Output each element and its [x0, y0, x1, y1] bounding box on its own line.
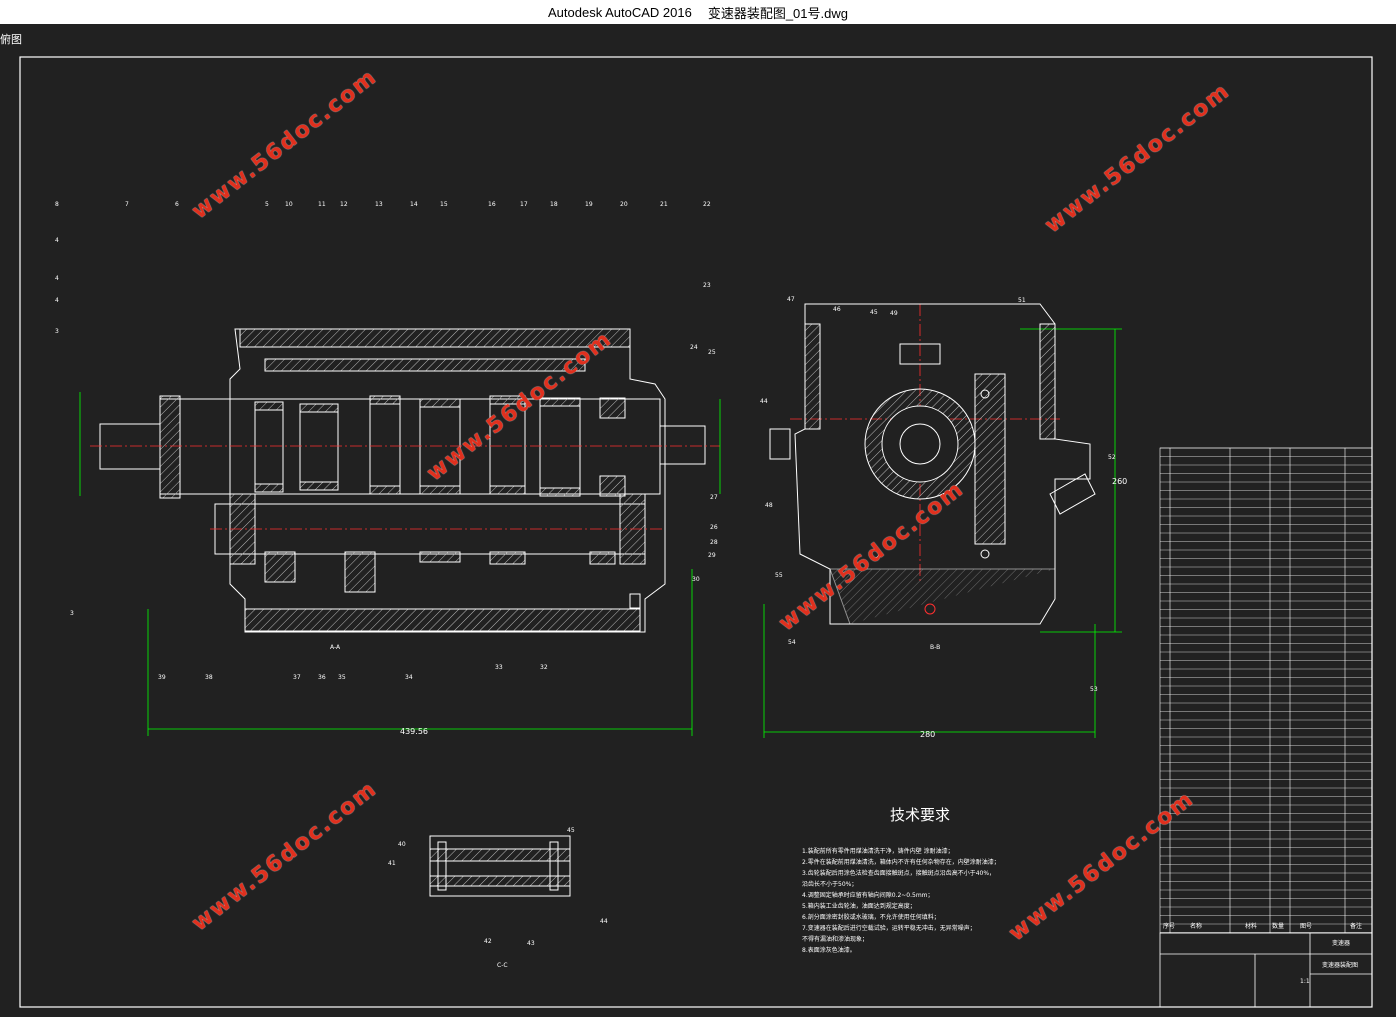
balloon-label: 21 — [660, 201, 668, 208]
cad-drawing: 439.56 280 260 — [19, 56, 1373, 1008]
balloon-label: 4 — [55, 297, 59, 304]
balloon-label: 7 — [125, 201, 129, 208]
title-block-name: 变速器 — [1332, 940, 1351, 947]
dim-main-length: 439.56 — [400, 727, 428, 736]
balloon-label: 54 — [788, 639, 796, 646]
balloon-label: 34 — [405, 674, 413, 681]
drawing-canvas[interactable]: 俯图 — [0, 24, 1396, 1017]
tech-requirement-line: 8.表面涂灰色油漆。 — [802, 947, 856, 954]
balloon-label: 32 — [540, 664, 548, 671]
balloon-label: 24 — [690, 344, 698, 351]
tech-requirement-line: 6.剖分面涂密封胶或水玻璃，不允许使用任何填料； — [802, 914, 940, 921]
balloon-label: 44 — [600, 918, 608, 925]
balloon-label: 52 — [1108, 454, 1116, 461]
balloon-label: 38 — [205, 674, 213, 681]
main-section-view — [99, 328, 706, 633]
section-label-b: B-B — [930, 644, 941, 651]
tech-requirement-line: 1.装配前所有零件用煤油清洗干净，铸件内壁 涂耐油漆； — [802, 848, 954, 855]
balloon-label: 13 — [375, 201, 383, 208]
balloon-label: 55 — [775, 572, 783, 579]
tech-requirement-line: 3.齿轮装配后用涂色法检查齿面接触斑点，接触斑点沿齿高不小于40%， — [802, 870, 996, 877]
balloon-label: 8 — [55, 201, 59, 208]
parts-list-header-cell: 序号 — [1163, 923, 1176, 930]
app-title: Autodesk AutoCAD 2016 — [548, 4, 692, 20]
balloon-label: 45 — [567, 827, 575, 834]
balloon-label: 23 — [703, 282, 711, 289]
balloon-label: 18 — [550, 201, 558, 208]
balloon-label: 28 — [710, 539, 718, 546]
window-title-bar: Autodesk AutoCAD 2016 变速器装配图_01号.dwg — [0, 0, 1396, 24]
parts-list-header-cell: 数量 — [1272, 923, 1285, 930]
balloon-label: 4 — [55, 275, 59, 282]
tech-requirement-line: 4.调整固定轴承时应留有轴向间隙0.2~0.5mm； — [802, 892, 934, 899]
balloon-label: 51 — [1018, 297, 1026, 304]
detail-view — [429, 835, 571, 897]
parts-list-table — [1159, 447, 1373, 934]
balloon-label: 22 — [703, 201, 711, 208]
file-name: 变速器装配图_01号.dwg — [707, 5, 848, 21]
dim-side-height: 260 — [1112, 477, 1127, 486]
balloon-label: 10 — [285, 201, 293, 208]
title-block-drawing: 变速器装配图 — [1322, 962, 1359, 969]
balloon-label: 27 — [710, 494, 718, 501]
balloon-label: 14 — [410, 201, 418, 208]
balloon-label: 3 — [55, 328, 59, 335]
balloon-label: 11 — [318, 201, 326, 208]
balloon-label: 19 — [585, 201, 593, 208]
parts-list-header-cell: 名称 — [1190, 923, 1203, 930]
section-label-a: A-A — [330, 644, 341, 651]
balloon-label: 3 — [70, 610, 74, 617]
dim-side-width: 280 — [920, 730, 935, 739]
balloon-label: 47 — [787, 296, 795, 303]
balloon-label: 16 — [488, 201, 496, 208]
balloon-label: 12 — [340, 201, 348, 208]
balloon-label: 41 — [388, 860, 396, 867]
balloon-label: 33 — [495, 664, 503, 671]
balloon-label: 43 — [527, 940, 535, 947]
balloon-label: 30 — [692, 576, 700, 583]
balloon-label: 36 — [318, 674, 326, 681]
tech-requirement-line: 5.箱内装工业齿轮油，油面达到规定高度； — [802, 903, 916, 910]
parts-list-rows — [1160, 447, 1372, 933]
tech-requirements-title: 技术要求 — [890, 806, 951, 824]
balloon-label: 49 — [890, 310, 898, 317]
balloon-label: 40 — [398, 841, 406, 848]
balloon-label: 20 — [620, 201, 628, 208]
tech-requirement-line: 2.零件在装配前用煤油清洗，箱体内不许有任何杂物存在，内壁涂耐油漆； — [802, 859, 1000, 866]
parts-list-header-cell: 备注 — [1350, 923, 1363, 930]
title-block — [1159, 932, 1373, 1008]
title-block-scale: 1:1 — [1300, 978, 1310, 985]
section-label-c: C-C — [497, 962, 508, 969]
balloon-label: 35 — [338, 674, 346, 681]
balloon-label: 26 — [710, 524, 718, 531]
balloon-label: 53 — [1090, 686, 1098, 693]
balloon-label: 6 — [175, 201, 179, 208]
side-section-view — [769, 303, 1096, 625]
balloon-label: 15 — [440, 201, 448, 208]
balloon-label: 45 — [870, 309, 878, 316]
balloon-label: 39 — [158, 674, 166, 681]
balloon-label: 46 — [833, 306, 841, 313]
balloon-label: 37 — [293, 674, 301, 681]
parts-list-header-cell: 图号 — [1300, 923, 1313, 930]
balloon-label: 4 — [55, 237, 59, 244]
balloon-label: 44 — [760, 398, 768, 405]
tech-requirement-line: 不得有漏油和渗油现象； — [802, 936, 869, 943]
balloon-label: 42 — [484, 938, 492, 945]
balloon-label: 48 — [765, 502, 773, 509]
balloon-label: 29 — [708, 552, 716, 559]
tech-requirement-line: 7.变速器在装配后进行空载试验，运转平稳无冲击，无异常噪声； — [802, 925, 976, 932]
balloon-label: 25 — [708, 349, 716, 356]
view-label[interactable]: 俯图 — [0, 33, 22, 46]
parts-list-header-cell: 材料 — [1245, 923, 1258, 930]
tech-requirement-line: 沿齿长不小于50%； — [802, 881, 858, 888]
balloon-label: 5 — [265, 201, 269, 208]
balloon-label: 17 — [520, 201, 528, 208]
